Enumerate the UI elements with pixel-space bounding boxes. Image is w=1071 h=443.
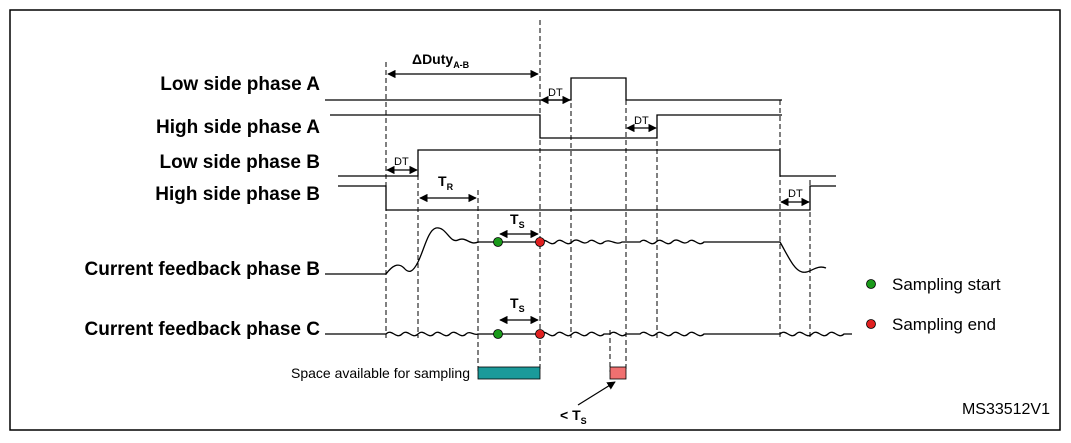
tr-label: TR (438, 173, 454, 192)
dt-label-3: DT (394, 156, 409, 168)
sampling-start-dot-phase-b (493, 237, 503, 247)
label-current-feedback-phase-b: Current feedback phase B (85, 259, 320, 280)
label-low-side-phase-b: Low side phase B (160, 152, 320, 173)
sampling-end-dot-phase-b (535, 237, 545, 247)
sampling-end-dot-phase-c (535, 329, 545, 339)
ts-label-phase-b: TS (510, 211, 525, 230)
dt-label-2: DT (634, 115, 649, 127)
legend-sampling-start-icon (866, 279, 876, 289)
waveform-current-feedback-phase-b (325, 227, 827, 275)
sampling-start-dot-phase-c (493, 329, 503, 339)
label-high-side-phase-b: High side phase B (155, 184, 320, 205)
short-space-label: < TS (560, 407, 587, 426)
space-available-bar (477, 366, 541, 380)
dt-label-4: DT (788, 188, 803, 200)
waveform-high-side-phase-b (338, 185, 836, 211)
space-available-label: Space available for sampling (291, 365, 470, 381)
legend-sampling-end-icon (866, 319, 876, 329)
waveform-low-side-phase-b (338, 149, 836, 177)
short-space-bar (609, 366, 627, 380)
short-space-pointer (577, 381, 616, 406)
legend-sampling-end-label: Sampling end (892, 315, 996, 334)
diagram-frame (9, 9, 1061, 431)
waveform-low-side-phase-a (325, 77, 782, 101)
label-current-feedback-phase-c: Current feedback phase C (85, 319, 321, 340)
reference-code: MS33512V1 (962, 401, 1050, 418)
waveform-high-side-phase-a (330, 114, 782, 139)
waveform-current-feedback-phase-c (325, 331, 852, 337)
delta-duty-label: ΔDutyA-B (412, 51, 470, 70)
label-low-side-phase-a: Low side phase A (160, 74, 320, 95)
ts-label-phase-c: TS (510, 295, 525, 314)
label-high-side-phase-a: High side phase A (156, 117, 320, 138)
dt-label-1: DT (548, 87, 563, 99)
legend-sampling-start-label: Sampling start (892, 275, 1001, 294)
